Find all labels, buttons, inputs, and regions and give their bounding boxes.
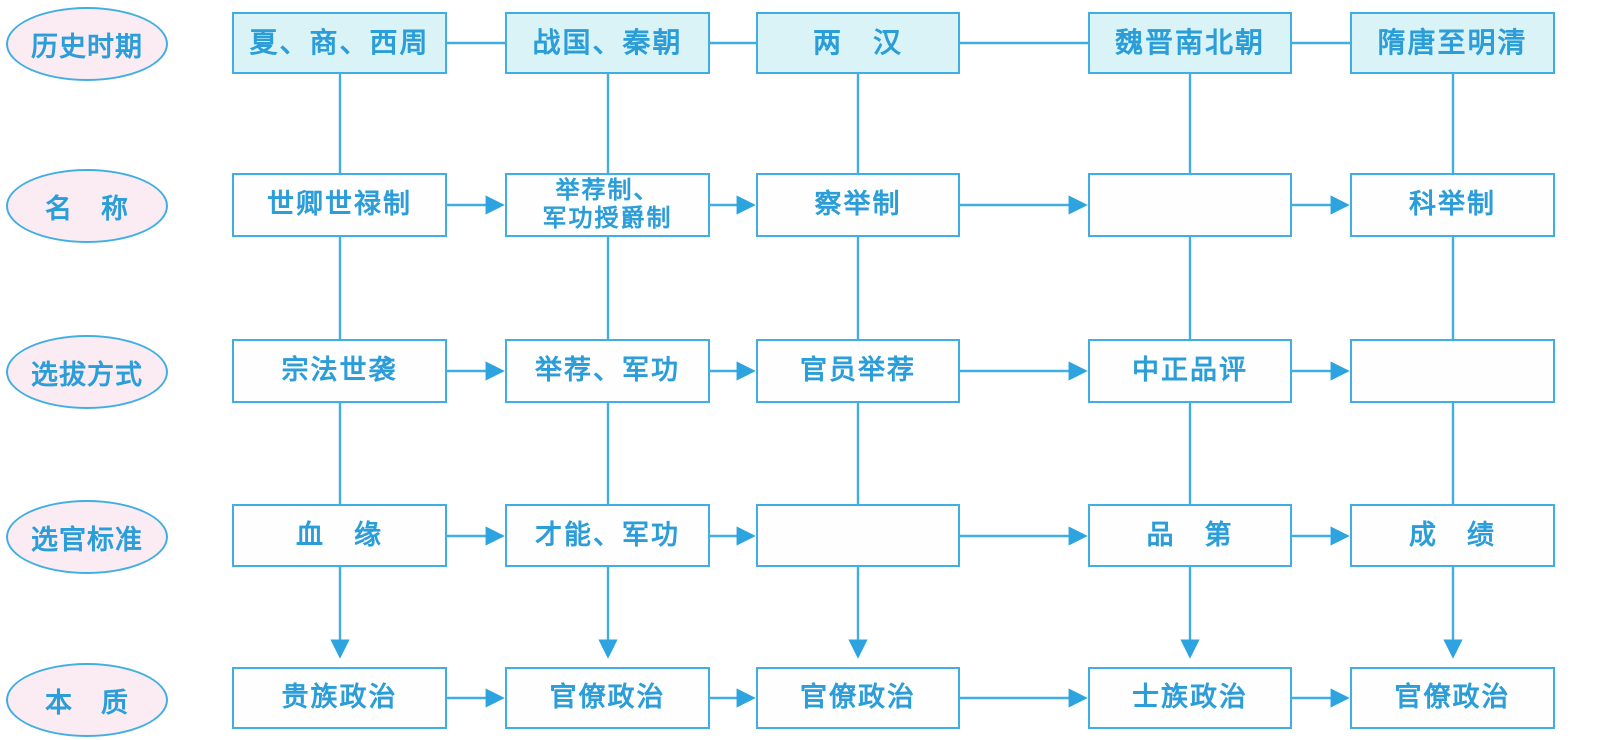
period-cell: 魏晋南北朝 [1088, 12, 1292, 74]
name-cell: 科举制 [1350, 173, 1555, 237]
method-cell: 官员举荐 [756, 339, 960, 403]
criteria-cell-empty [756, 504, 960, 567]
essence-cell: 贵族政治 [232, 667, 447, 729]
criteria-cell: 才能、军功 [505, 504, 710, 567]
period-cell: 两 汉 [756, 12, 960, 74]
name-cell-empty [1088, 173, 1292, 237]
criteria-cell: 成 绩 [1350, 504, 1555, 567]
criteria-cell: 品 第 [1088, 504, 1292, 567]
name-cell: 察举制 [756, 173, 960, 237]
name-cell: 世卿世禄制 [232, 173, 447, 237]
essence-cell: 官僚政治 [756, 667, 960, 729]
period-cell: 战国、秦朝 [505, 12, 710, 74]
method-cell-empty [1350, 339, 1555, 403]
method-cell: 中正品评 [1088, 339, 1292, 403]
method-cell: 宗法世袭 [232, 339, 447, 403]
row-label-period: 历史时期 [6, 7, 168, 81]
essence-cell: 官僚政治 [505, 667, 710, 729]
essence-cell: 士族政治 [1088, 667, 1292, 729]
row-label-selection-method: 选拔方式 [6, 335, 168, 409]
criteria-cell: 血 缘 [232, 504, 447, 567]
essence-cell: 官僚政治 [1350, 667, 1555, 729]
row-arrows [447, 195, 1350, 708]
row-label-essence: 本 质 [6, 663, 168, 737]
period-cell: 夏、商、西周 [232, 12, 447, 74]
row-label-name: 名 称 [6, 169, 168, 243]
method-cell: 举荐、军功 [505, 339, 710, 403]
row-label-selection-criteria: 选官标准 [6, 500, 168, 574]
name-cell: 举荐制、 军功授爵制 [505, 173, 710, 237]
period-cell: 隋唐至明清 [1350, 12, 1555, 74]
